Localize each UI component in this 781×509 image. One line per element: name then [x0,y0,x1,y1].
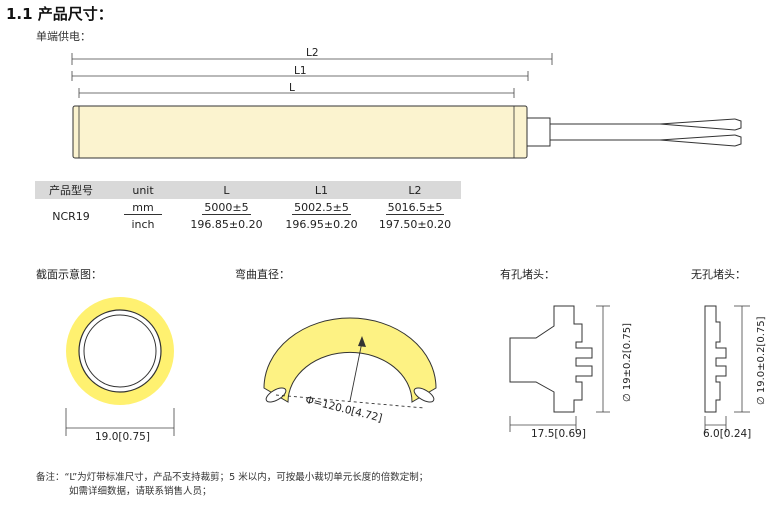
dim-l2-label: L2 [306,47,319,59]
header-l2: L2 [369,181,461,199]
bend-label: 弯曲直径： [235,268,290,281]
cell-l1-mm: 5002.5±5 [292,201,351,215]
cross-section-label: 截面示意图： [36,268,102,281]
table-row: NCR19 mm 5000±5 5002.5±5 5016.5±5 [35,199,461,223]
header-unit: unit [107,181,179,199]
strip-body [72,105,528,159]
table-header-row: 产品型号 unit L L1 L2 [35,181,461,199]
strip-end-cap [526,117,551,147]
cable [550,118,742,147]
nohole-cap-drawing [704,305,750,432]
spec-table: 产品型号 unit L L1 L2 NCR19 mm 5000±5 5002.5… [35,181,461,233]
cell-unit-mm: mm [124,201,162,215]
dim-l1-label: L1 [294,65,307,77]
dim-l1-line [71,71,529,81]
hole-cap-height: ∅ 19±0.2[0.75] [622,323,633,402]
cell-l1-inch: 196.95±0.20 [285,218,358,231]
nohole-cap-width: 6.0[0.24] [703,428,752,440]
header-l1: L1 [274,181,369,199]
hole-cap-width: 17.5[0.69] [531,428,586,440]
cell-unit-inch: inch [131,218,155,231]
cell-model: NCR19 [52,209,90,223]
header-l: L [179,181,274,199]
nohole-cap-label: 无孔堵头： [691,268,746,281]
cell-l2-inch: 197.50±0.20 [378,218,452,231]
table-row: inch 196.85±0.20 196.95±0.20 197.50±0.20 [35,216,461,233]
header-model: 产品型号 [35,181,107,199]
hole-cap-drawing [509,305,610,432]
cell-l-inch: 196.85±0.20 [190,218,263,231]
section-title: 1.1 产品尺寸： [6,5,113,23]
power-subtitle: 单端供电： [36,30,91,43]
nohole-cap-height: ∅ 19.0±0.2[0.75] [756,316,767,405]
note-line-1: 备注：“L”为灯带标准尺寸，产品不支持裁剪；5 米以内，可按最小裁切单元长度的倍… [36,472,429,483]
bend-drawing [263,317,437,409]
cell-l-mm: 5000±5 [202,201,251,215]
dim-l-label: L [289,82,295,94]
cross-section-drawing [65,297,175,436]
hole-cap-label: 有孔堵头： [500,268,555,281]
note-line-2: 如需详细数据，请联系销售人员； [69,486,212,497]
dim-l-line [78,88,515,98]
note-block: 备注：“L”为灯带标准尺寸，产品不支持裁剪；5 米以内，可按最小裁切单元长度的倍… [36,471,428,499]
cell-l2-mm: 5016.5±5 [385,201,445,215]
cross-section-width: 19.0[0.75] [95,431,150,443]
strip-drawing [71,53,742,159]
dim-l2-line [71,53,553,65]
